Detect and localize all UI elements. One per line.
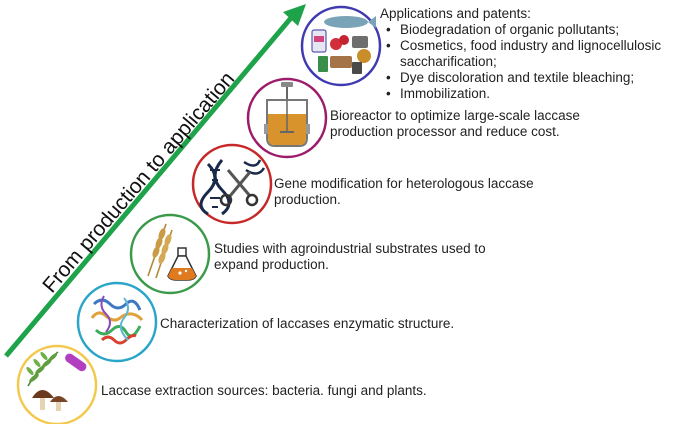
applications-list: • Biodegradation of organic pollutants; … [386, 22, 661, 101]
step-text-line: expand production. [214, 257, 329, 272]
step-circle-sources [16, 344, 98, 424]
step-text-line: production. [274, 192, 341, 207]
mushroom-icon [32, 390, 68, 411]
step-text-structure: Characterization of laccases enzymatic s… [160, 316, 454, 331]
flask-icon [167, 247, 197, 281]
step-circle-bioreactor [246, 77, 328, 159]
progress-arrow [4, 10, 298, 358]
step-text-sources: Laccase extraction sources: bacteria. fu… [101, 383, 427, 398]
applications-item: Cosmetics, food industry and lignocellul… [400, 38, 661, 53]
applications-item: Immobilization. [400, 86, 490, 101]
protein-structure-icon [90, 295, 144, 345]
step-text-line: Characterization of laccases enzymatic s… [160, 316, 454, 331]
wheat-icon [147, 223, 173, 279]
bacteria-icon [65, 353, 87, 372]
applications-bullet: • [386, 22, 391, 37]
step-text-gene: Gene modification for heterologous lacca… [274, 176, 537, 207]
applications-collage-icon [311, 16, 376, 74]
dna-icon [199, 159, 231, 216]
arrow-head [283, 4, 306, 26]
applications-item: Biodegradation of organic pollutants; [400, 22, 619, 37]
applications-title: Applications and patents: [380, 6, 531, 21]
applications-bullet: • [386, 70, 391, 85]
applications-bullet: • [386, 86, 391, 101]
step-text-line: Gene modification for heterologous lacca… [274, 176, 534, 191]
applications-item: saccharification; [400, 54, 497, 69]
step-text-substrates: Studies with agroindustrial substrates u… [214, 241, 489, 272]
step-text-bioreactor: Bioreactor to optimize large-scale lacca… [330, 108, 584, 139]
step-circle-structure [76, 281, 158, 363]
step-circle-applications [300, 5, 382, 87]
step-circle-gene [191, 143, 273, 225]
scissors-icon [219, 169, 259, 207]
step-text-line: Laccase extraction sources: bacteria. fu… [101, 383, 427, 398]
step-text-line: production processor and reduce cost. [330, 124, 560, 139]
fern-icon [26, 351, 59, 387]
bioreactor-icon [264, 82, 310, 147]
applications-bullet: • [386, 38, 391, 53]
step-circle-substrates [129, 213, 211, 295]
applications-item: Dye discoloration and textile bleaching; [400, 70, 634, 85]
dna-strand-right-icon [243, 159, 266, 175]
step-text-line: Bioreactor to optimize large-scale lacca… [330, 108, 580, 123]
step-text-line: Studies with agroindustrial substrates u… [214, 241, 486, 256]
